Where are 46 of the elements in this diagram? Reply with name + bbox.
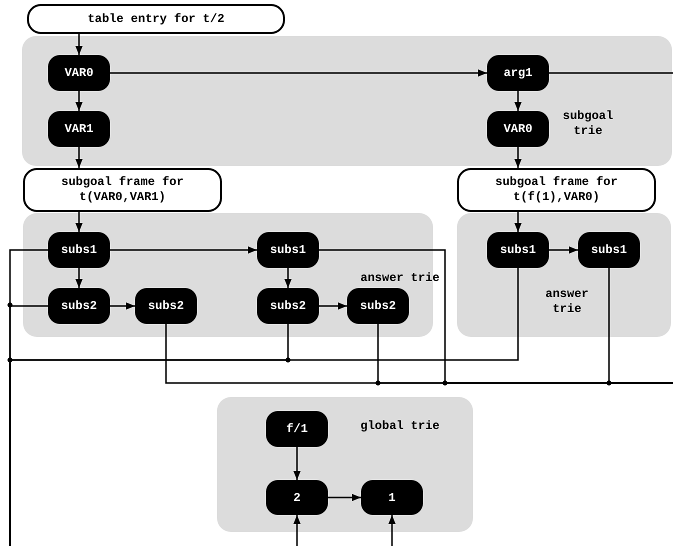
arrow bbox=[75, 91, 83, 111]
arrow bbox=[110, 302, 135, 310]
trie-node: 2 bbox=[266, 480, 328, 515]
frame-box: table entry for t/2 bbox=[27, 4, 285, 34]
region-label: answer trie bbox=[359, 271, 441, 286]
connector-line bbox=[9, 268, 519, 546]
connector-line bbox=[608, 268, 673, 384]
trie-node: subs2 bbox=[257, 288, 319, 324]
arrow bbox=[293, 515, 301, 546]
trie-node: 1 bbox=[361, 480, 423, 515]
frame-box: subgoal frame for t(VAR0,VAR1) bbox=[23, 168, 222, 212]
trie-node: subs1 bbox=[578, 232, 640, 268]
trie-node: subs1 bbox=[257, 232, 319, 268]
frame-box: subgoal frame for t(f(1),VAR0) bbox=[457, 168, 656, 212]
arrow bbox=[284, 268, 292, 288]
arrow bbox=[75, 147, 83, 168]
arrow bbox=[75, 212, 83, 232]
trie-region bbox=[457, 213, 671, 337]
trie-region bbox=[22, 36, 672, 166]
trie-node: subs2 bbox=[48, 288, 110, 324]
arrow bbox=[319, 302, 347, 310]
arrow bbox=[110, 69, 487, 77]
arrow bbox=[110, 246, 257, 254]
arrow bbox=[514, 147, 522, 168]
arrow bbox=[328, 494, 361, 502]
trie-node: arg1 bbox=[487, 55, 549, 91]
arrow bbox=[549, 246, 578, 254]
arrow bbox=[75, 268, 83, 288]
connector-line bbox=[549, 72, 673, 74]
trie-node: VAR1 bbox=[48, 111, 110, 147]
trie-region bbox=[217, 397, 473, 532]
trie-node: VAR0 bbox=[48, 55, 110, 91]
trie-node: VAR0 bbox=[487, 111, 549, 147]
trie-node: subs1 bbox=[487, 232, 549, 268]
trie-node: subs2 bbox=[135, 288, 197, 324]
trie-node: f/1 bbox=[266, 411, 328, 447]
arrow bbox=[293, 447, 301, 480]
region-label: global trie bbox=[359, 419, 441, 434]
region-label: answer trie bbox=[544, 287, 590, 317]
arrow bbox=[75, 34, 83, 55]
region-label: subgoal trie bbox=[562, 109, 614, 139]
trie-node: subs1 bbox=[48, 232, 110, 268]
arrow bbox=[514, 212, 522, 232]
arrow bbox=[514, 91, 522, 111]
arrow bbox=[388, 515, 396, 546]
trie-node: subs2 bbox=[347, 288, 409, 324]
